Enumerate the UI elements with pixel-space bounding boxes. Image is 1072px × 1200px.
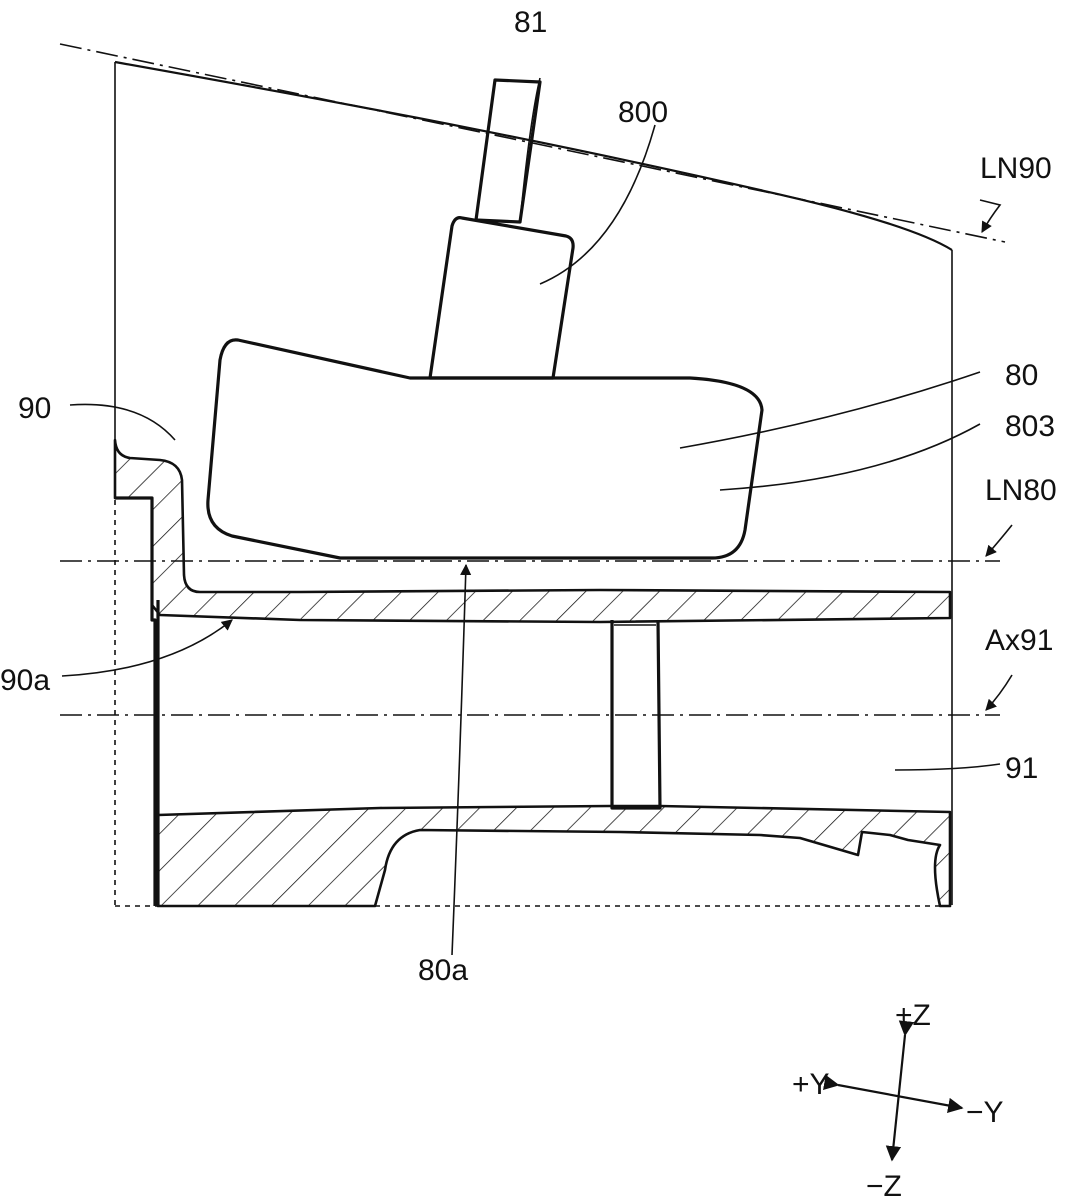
left-wall — [115, 496, 160, 906]
label-90a: 90a — [0, 664, 50, 697]
axis-label-minus-y: −Y — [966, 1096, 1004, 1129]
label-ln80: LN80 — [985, 474, 1057, 507]
coordinate-axes — [822, 1020, 964, 1162]
label-ax91: Ax91 — [985, 624, 1053, 657]
housing-top-surface — [59, 43, 1006, 251]
label-803: 803 — [1005, 410, 1055, 443]
axis-label-plus-z: +Z — [895, 999, 931, 1032]
label-800: 800 — [618, 96, 668, 129]
lower-section — [156, 804, 952, 908]
label-80: 80 — [1005, 359, 1038, 392]
center-lines — [60, 560, 1000, 716]
section-frame — [114, 62, 953, 907]
label-90: 90 — [18, 392, 51, 425]
axis-label-plus-y: +Y — [792, 1068, 830, 1101]
member-80 — [206, 338, 764, 560]
label-81: 81 — [514, 6, 547, 39]
label-80a: 80a — [418, 954, 468, 987]
shaft-91 — [610, 619, 662, 810]
label-ln90: LN90 — [980, 152, 1052, 185]
leader-lines — [61, 77, 1013, 956]
axis-label-minus-z: −Z — [866, 1170, 902, 1200]
housing-90-section — [113, 438, 952, 624]
holder-800 — [428, 216, 575, 380]
label-91: 91 — [1005, 752, 1038, 785]
post-81 — [474, 78, 542, 224]
